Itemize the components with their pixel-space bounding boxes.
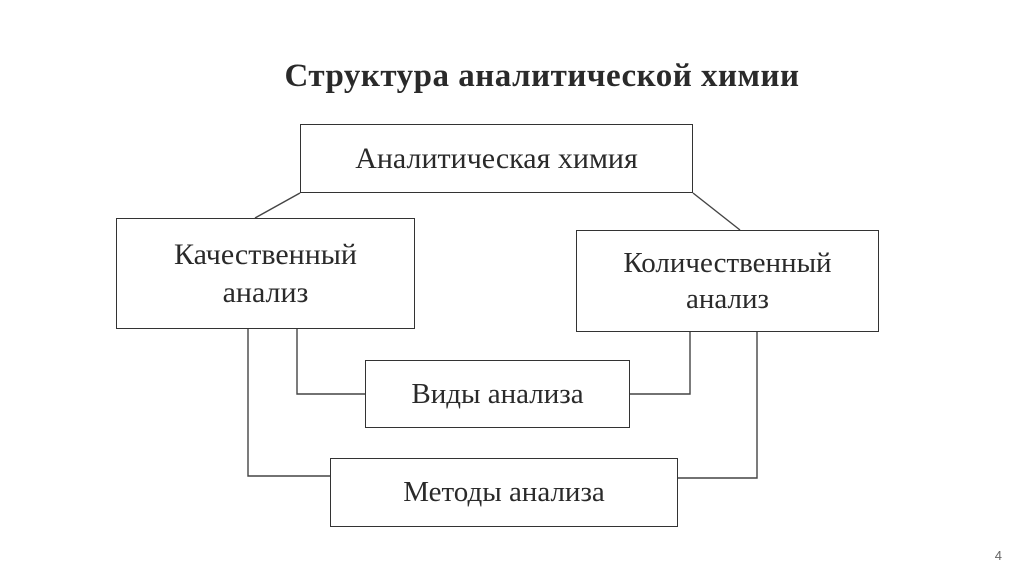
node-label: Аналитическая химия	[355, 141, 638, 175]
slide-title: Структура аналитической химии	[284, 58, 800, 94]
node-kinds-of-analysis: Виды анализа	[365, 360, 630, 428]
node-qualitative-analysis: Качественный анализ	[116, 218, 415, 329]
node-methods-of-analysis: Методы анализа	[330, 458, 678, 527]
connector-quantitative-kinds	[630, 332, 691, 395]
node-label: Виды анализа	[411, 377, 584, 410]
node-label: Качественный анализ	[174, 238, 357, 309]
node-analytical-chemistry: Аналитическая химия	[300, 124, 693, 193]
page-number: 4	[994, 548, 1002, 563]
connector-root-qualitative	[254, 192, 301, 219]
connector-quantitative-methods	[678, 332, 758, 479]
connector-root-quantitative	[692, 192, 741, 231]
connector-qualitative-methods	[247, 329, 330, 477]
node-label: Количественный анализ	[623, 246, 832, 315]
node-label: Методы анализа	[403, 476, 605, 509]
connector-qualitative-kinds	[296, 329, 365, 395]
node-quantitative-analysis: Количественный анализ	[576, 230, 879, 332]
